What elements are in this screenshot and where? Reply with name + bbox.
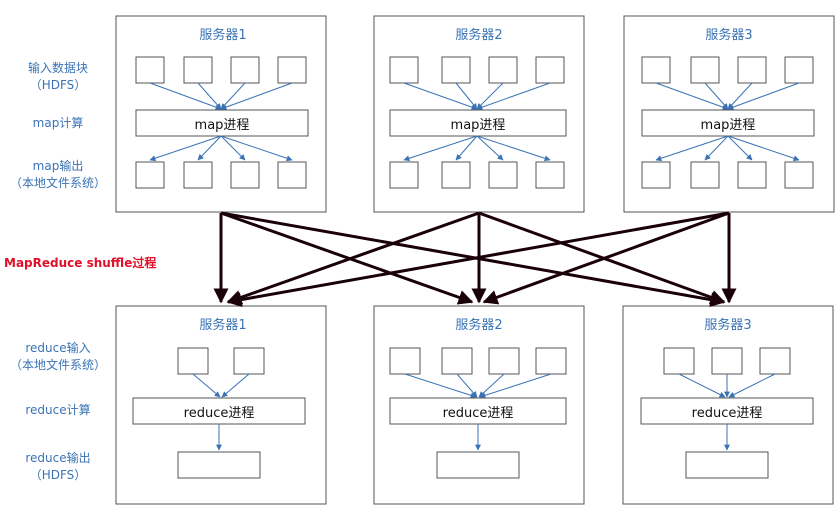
map-server-2 [373, 15, 585, 213]
reduce-process-label: reduce进程 [691, 406, 763, 421]
map-compute-label: map计算 [32, 116, 84, 130]
output-block [389, 161, 565, 189]
reduce-input-block [488, 347, 520, 375]
reduce-server-1 [115, 305, 327, 505]
reduce-input-label-line1: reduce输入 [25, 341, 91, 355]
output-block [641, 161, 814, 189]
reduce-input-block [177, 347, 209, 375]
reduce-input-arrows [678, 373, 776, 398]
output-block [135, 161, 307, 189]
map-output-label: map输出 （本地文件系统） [0, 158, 116, 192]
reduce-output-block [436, 451, 520, 479]
reduce-input-block [759, 347, 791, 375]
output-arrows [403, 135, 551, 162]
reduce-output-block [177, 451, 261, 479]
reduce-server-3 [622, 305, 834, 505]
reduce-process-label: reduce进程 [442, 406, 514, 421]
reduce-input-arrows [404, 373, 552, 399]
map-process-box [389, 109, 567, 137]
map-output-label-line1: map输出 [32, 159, 84, 173]
reduce-output-label-line1: reduce输出 [25, 451, 91, 465]
map-output-label-line2: （本地文件系统） [9, 176, 106, 190]
reduce-process-label: reduce进程 [183, 406, 255, 421]
reduce-process-box [640, 397, 814, 425]
map-server-2-title: 服务器2 [455, 28, 503, 43]
input-block [135, 56, 307, 84]
reduce-input-block [441, 347, 473, 375]
map-server-3 [623, 15, 835, 213]
reduce-output-label-line2: （HDFS） [29, 468, 87, 482]
reduce-input-label-line2: （本地文件系统） [9, 358, 106, 372]
map-process-label: map进程 [450, 118, 506, 133]
input-block [389, 56, 565, 84]
reduce-compute-label: reduce计算 [25, 403, 91, 417]
reduce-server-2-title: 服务器2 [455, 318, 503, 333]
reduce-input-block [389, 347, 421, 375]
reduce-process-box [132, 397, 306, 425]
reduce-server-3-title: 服务器3 [704, 318, 752, 333]
output-arrows [655, 135, 800, 162]
map-process-label: map进程 [194, 118, 250, 133]
reduce-input-block [711, 347, 743, 375]
reduce-input-block [233, 347, 265, 375]
map-process-label: map进程 [700, 118, 756, 133]
map-server-1 [115, 15, 327, 213]
output-arrows [149, 135, 293, 162]
shuffle-label: MapReduce shuffle过程 [4, 256, 157, 270]
input-block [641, 56, 814, 84]
map-input-label-line1: 输入数据块 [27, 61, 88, 75]
input-arrows [655, 82, 800, 110]
shuffle-arrows [213, 211, 737, 308]
map-server-1-title: 服务器1 [199, 28, 247, 43]
reduce-input-block [535, 347, 567, 375]
reduce-input-block [663, 347, 695, 375]
reduce-input-arrows [192, 373, 250, 398]
reduce-process-box [389, 397, 567, 425]
reduce-input-label: reduce输入 （本地文件系统） [0, 340, 116, 374]
reduce-output-block [685, 451, 769, 479]
map-input-label: 输入数据块 （HDFS） [0, 60, 116, 94]
input-arrows [149, 82, 293, 110]
map-server-3-title: 服务器3 [705, 28, 753, 43]
map-input-label-line2: （HDFS） [29, 78, 87, 92]
map-process-box [135, 109, 309, 137]
reduce-server-1-title: 服务器1 [199, 318, 247, 333]
reduce-server-2 [373, 305, 585, 505]
reduce-output-label: reduce输出 （HDFS） [0, 450, 116, 484]
input-arrows [403, 82, 551, 111]
